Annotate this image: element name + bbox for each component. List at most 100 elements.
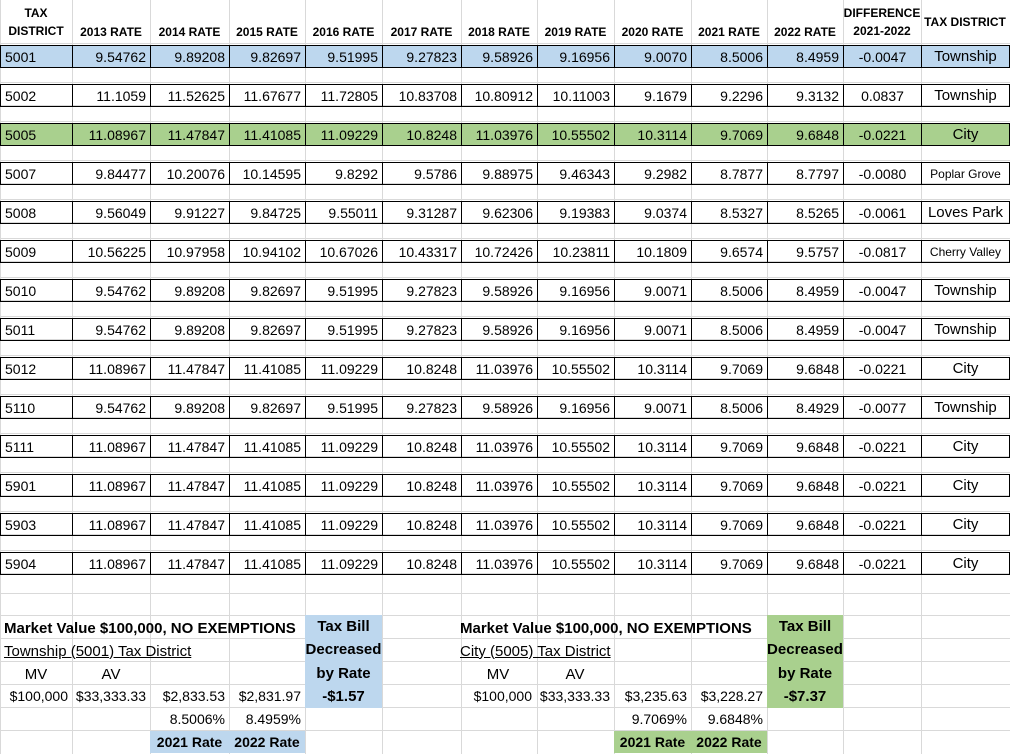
cell-district-code[interactable]: 5002 (0, 84, 73, 107)
cell-rate[interactable]: 8.5327 (691, 201, 768, 224)
cell-district-code[interactable]: 5011 (0, 318, 73, 341)
cell-rate[interactable]: 10.55502 (537, 123, 615, 146)
cell-rate[interactable]: 8.5006 (691, 279, 768, 302)
cell-rate[interactable]: 10.3114 (614, 552, 692, 575)
cell-district-code[interactable]: 5904 (0, 552, 73, 575)
cell-district-name[interactable]: Township (921, 396, 1010, 419)
city-tax-2021[interactable]: $3,235.63 (624, 688, 687, 704)
cell-difference[interactable]: -0.0080 (843, 162, 922, 185)
cell-rate[interactable]: 9.54762 (72, 318, 151, 341)
cell-rate[interactable]: 9.6848 (767, 513, 844, 536)
cell-rate[interactable]: 11.67677 (229, 84, 306, 107)
cell-difference[interactable]: -0.0077 (843, 396, 922, 419)
cell-rate[interactable]: 11.09229 (305, 435, 383, 458)
cell-rate[interactable]: 9.54762 (72, 279, 151, 302)
cell-district-code[interactable]: 5110 (0, 396, 73, 419)
cell-rate[interactable]: 10.80912 (461, 84, 538, 107)
cell-rate[interactable]: 10.20076 (150, 162, 230, 185)
cell-rate[interactable]: 9.0071 (614, 318, 692, 341)
city-block-subtitle[interactable]: City (5005) Tax District (460, 642, 611, 660)
township-tax-2022[interactable]: $2,831.97 (238, 688, 301, 704)
cell-district-code[interactable]: 5009 (0, 240, 73, 263)
cell-rate[interactable]: 11.72805 (305, 84, 383, 107)
cell-rate[interactable]: 11.03976 (461, 552, 538, 575)
cell-difference[interactable]: -0.0221 (843, 435, 922, 458)
cell-rate[interactable]: 11.47847 (150, 513, 230, 536)
cell-rate[interactable]: 8.4959 (767, 45, 844, 68)
cell-rate[interactable]: 11.08967 (72, 435, 151, 458)
cell-district-code[interactable]: 5111 (0, 435, 73, 458)
cell-district-code[interactable]: 5001 (0, 45, 73, 68)
township-av-value[interactable]: $33,333.33 (75, 688, 146, 704)
cell-rate[interactable]: 9.51995 (305, 318, 383, 341)
cell-rate[interactable]: 9.6848 (767, 474, 844, 497)
township-tax-2021[interactable]: $2,833.53 (162, 688, 225, 704)
township-av-label[interactable]: AV (101, 665, 121, 683)
cell-district-name[interactable]: City (921, 513, 1010, 536)
cell-rate[interactable]: 10.8248 (382, 513, 462, 536)
city-block-title[interactable]: Market Value $100,000, NO EXEMPTIONS (460, 619, 752, 637)
cell-district-code[interactable]: 5010 (0, 279, 73, 302)
header-tax-district[interactable]: TAX DISTRICT (924, 15, 1006, 29)
cell-rate[interactable]: 9.82697 (229, 318, 306, 341)
cell-district-code[interactable]: 5005 (0, 123, 73, 146)
header-year-rate[interactable]: 2021 RATE (698, 25, 760, 39)
cell-rate[interactable]: 11.08967 (72, 123, 151, 146)
cell-rate[interactable]: 11.03976 (461, 435, 538, 458)
cell-rate[interactable]: 11.41085 (229, 513, 306, 536)
cell-rate[interactable]: 11.41085 (229, 474, 306, 497)
cell-rate[interactable]: 11.03976 (461, 123, 538, 146)
township-block-title[interactable]: Market Value $100,000, NO EXEMPTIONS (4, 619, 296, 637)
cell-rate[interactable]: 9.6848 (767, 357, 844, 380)
cell-rate[interactable]: 10.3114 (614, 435, 692, 458)
cell-rate[interactable]: 11.41085 (229, 123, 306, 146)
cell-rate[interactable]: 9.0071 (614, 396, 692, 419)
cell-district-name[interactable]: City (921, 435, 1010, 458)
cell-rate[interactable]: 11.47847 (150, 435, 230, 458)
cell-rate[interactable]: 9.91227 (150, 201, 230, 224)
cell-difference[interactable]: -0.0047 (843, 279, 922, 302)
cell-rate[interactable]: 10.8248 (382, 474, 462, 497)
cell-difference[interactable]: -0.0047 (843, 318, 922, 341)
cell-rate[interactable]: 11.47847 (150, 552, 230, 575)
cell-rate[interactable]: 9.0070 (614, 45, 692, 68)
cell-rate[interactable]: 11.41085 (229, 435, 306, 458)
cell-rate[interactable]: 9.31287 (382, 201, 462, 224)
cell-rate[interactable]: 10.43317 (382, 240, 462, 263)
cell-rate[interactable]: 9.46343 (537, 162, 615, 185)
cell-rate[interactable]: 8.7797 (767, 162, 844, 185)
cell-rate[interactable]: 10.3114 (614, 513, 692, 536)
township-block-subtitle[interactable]: Township (5001) Tax District (4, 642, 192, 660)
cell-rate[interactable]: 9.51995 (305, 45, 383, 68)
cell-rate[interactable]: 9.88975 (461, 162, 538, 185)
cell-rate[interactable]: 10.83708 (382, 84, 462, 107)
cell-rate[interactable]: 9.7069 (691, 474, 768, 497)
header-year-rate[interactable]: 2018 RATE (468, 25, 530, 39)
cell-rate[interactable]: 9.0374 (614, 201, 692, 224)
city-tax-bill-box[interactable]: Tax Bill Decreased by Rate -$7.37 (767, 615, 843, 708)
cell-rate[interactable]: 9.7069 (691, 513, 768, 536)
header-tax-district-code[interactable]: TAX DISTRICT (0, 2, 72, 42)
cell-rate[interactable]: 9.27823 (382, 318, 462, 341)
cell-rate[interactable]: 8.5265 (767, 201, 844, 224)
cell-difference[interactable]: -0.0047 (843, 45, 922, 68)
cell-rate[interactable]: 10.3114 (614, 474, 692, 497)
cell-rate[interactable]: 9.0071 (614, 279, 692, 302)
cell-rate[interactable]: 10.14595 (229, 162, 306, 185)
cell-rate[interactable]: 11.09229 (305, 123, 383, 146)
cell-rate[interactable]: 8.7877 (691, 162, 768, 185)
cell-rate[interactable]: 9.58926 (461, 396, 538, 419)
cell-rate[interactable]: 9.16956 (537, 279, 615, 302)
cell-rate[interactable]: 10.55502 (537, 435, 615, 458)
city-rate-2022-label[interactable]: 2022 Rate (691, 731, 767, 753)
cell-rate[interactable]: 9.27823 (382, 396, 462, 419)
cell-rate[interactable]: 9.89208 (150, 45, 230, 68)
cell-rate[interactable]: 11.03976 (461, 357, 538, 380)
cell-rate[interactable]: 10.3114 (614, 357, 692, 380)
cell-rate[interactable]: 10.1809 (614, 240, 692, 263)
cell-rate[interactable]: 10.55502 (537, 513, 615, 536)
cell-rate[interactable]: 10.23811 (537, 240, 615, 263)
cell-district-code[interactable]: 5007 (0, 162, 73, 185)
cell-rate[interactable]: 9.16956 (537, 318, 615, 341)
cell-rate[interactable]: 11.08967 (72, 552, 151, 575)
